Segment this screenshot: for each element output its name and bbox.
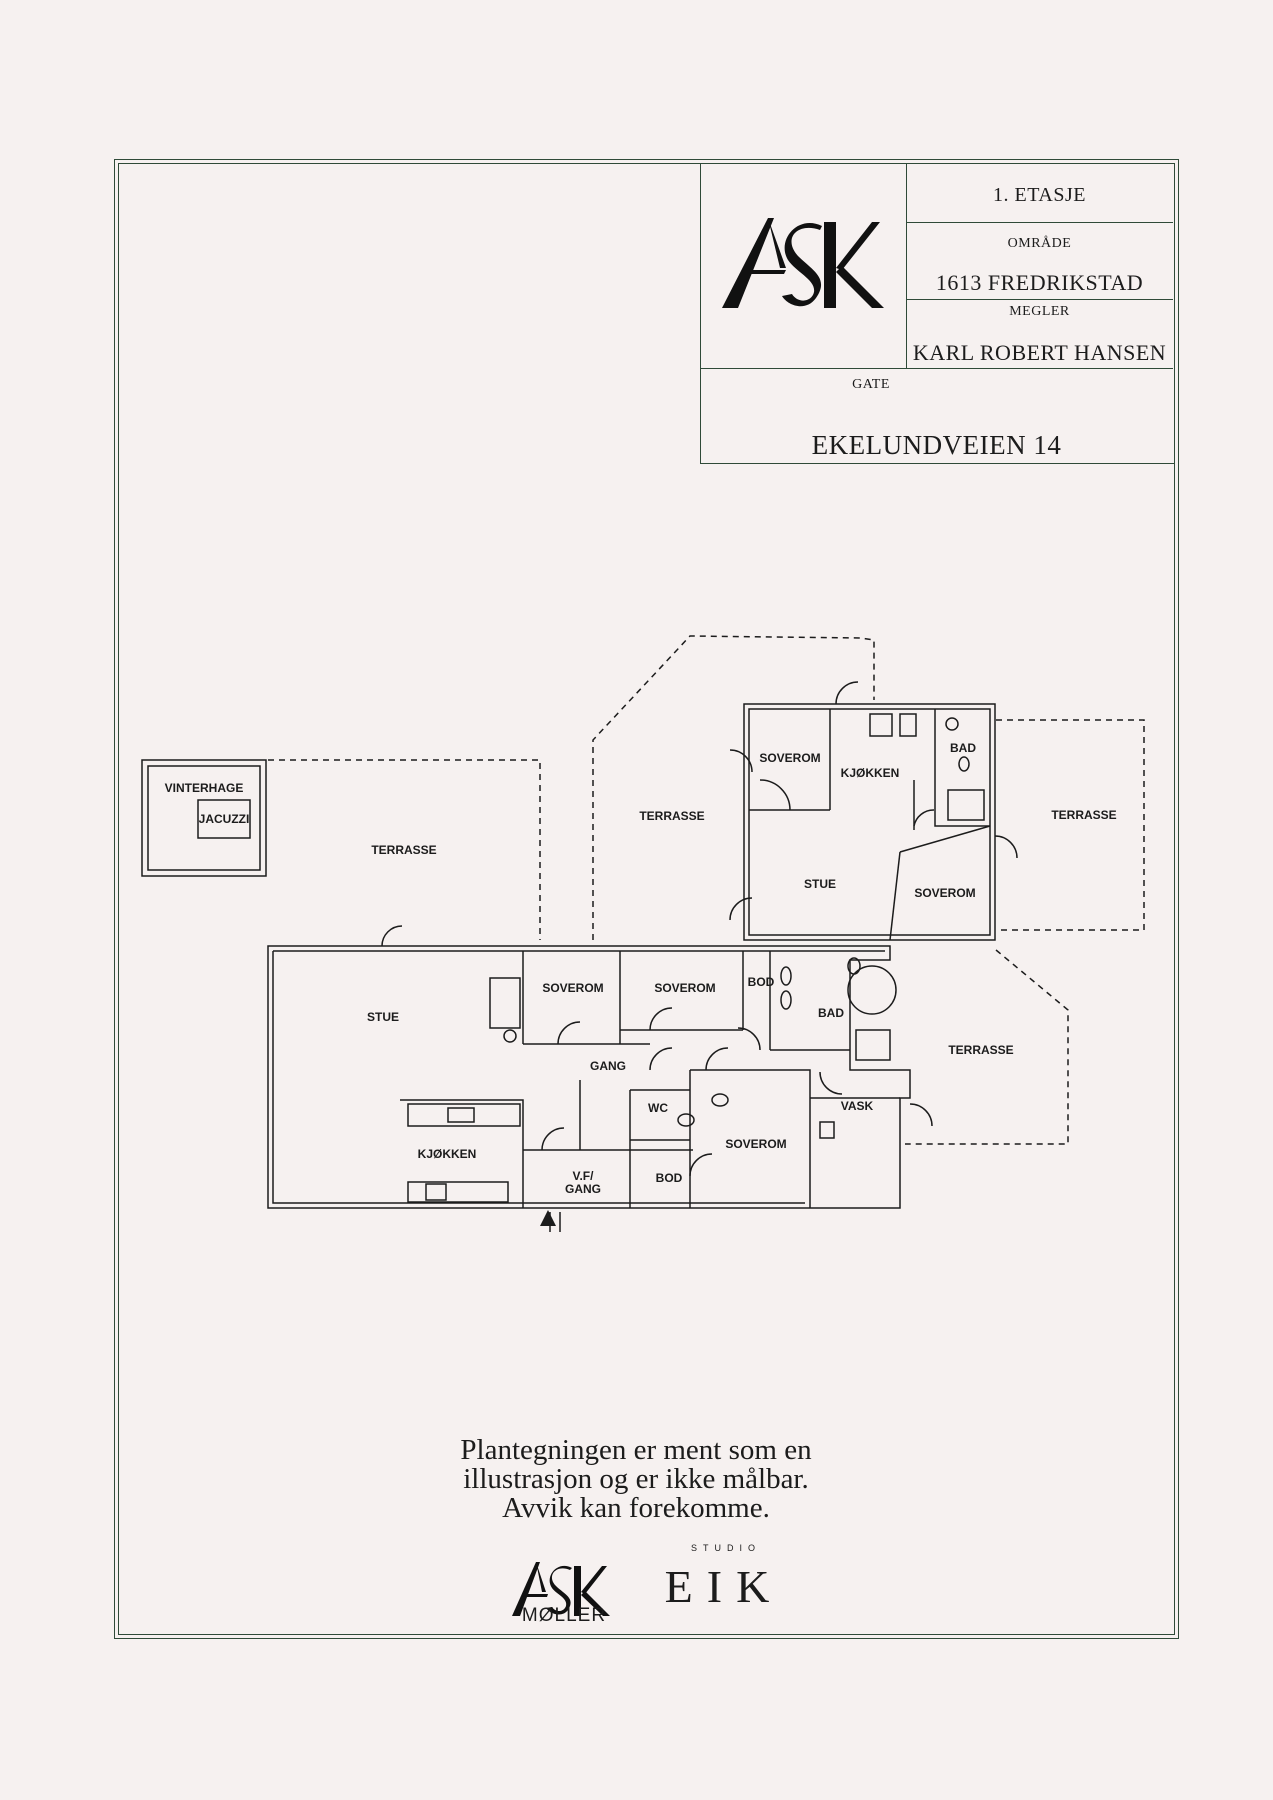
floor-plan: VINTERHAGE JACUZZI TERRASSE TERRASSE TER… xyxy=(141,635,1145,1232)
room-soverom-ne: SOVEROM xyxy=(759,751,820,765)
room-terrasse-lower-right: TERRASSE xyxy=(948,1043,1013,1057)
room-jacuzzi: JACUZZI xyxy=(199,812,250,826)
studio-label: STUDIO xyxy=(690,1543,761,1553)
area-value: 1613 FREDRIKSTAD xyxy=(935,270,1144,295)
broker-label: MEGLER xyxy=(1009,304,1070,319)
disclaimer-line3: Avvik kan forekomme. xyxy=(502,1492,770,1524)
floor-label: 1. ETASJE xyxy=(993,184,1086,206)
room-vask: VASK xyxy=(841,1099,874,1113)
room-soverom-ne2: SOVEROM xyxy=(914,886,975,900)
eik-wordmark: EIK xyxy=(664,1561,784,1612)
room-soverom-2: SOVEROM xyxy=(654,981,715,995)
room-stue-main: STUE xyxy=(367,1010,399,1024)
room-vf-gang-line1: V.F/ xyxy=(573,1169,595,1183)
ask-moller-logo xyxy=(512,1562,610,1616)
room-wc: WC xyxy=(648,1101,668,1115)
room-kjokken-main: KJØKKEN xyxy=(418,1147,477,1161)
title-block-rule xyxy=(906,222,1173,223)
disclaimer: Plantegningen er ment som en illustrasjo… xyxy=(336,1436,936,1523)
broker-value: KARL ROBERT HANSEN xyxy=(912,340,1167,365)
room-kjokken-ne: KJØKKEN xyxy=(841,766,900,780)
disclaimer-line1: Plantegningen er ment som en xyxy=(460,1434,812,1466)
moller-wordmark: MØLLER xyxy=(521,1605,607,1626)
room-bad-ne: BAD xyxy=(950,741,976,755)
title-block-rule xyxy=(700,368,1173,369)
room-gang: GANG xyxy=(590,1059,626,1073)
room-bod-2: BOD xyxy=(656,1171,683,1185)
room-terrasse-mid: TERRASSE xyxy=(639,809,704,823)
title-block xyxy=(700,163,1174,464)
street-value: EKELUNDVEIEN 14 xyxy=(811,430,1062,460)
page-border-inner xyxy=(118,163,1175,1635)
area-label: OMRÅDE xyxy=(1007,236,1072,251)
room-bad-main: BAD xyxy=(818,1006,844,1020)
room-soverom-1: SOVEROM xyxy=(542,981,603,995)
street-label-text: GATE xyxy=(852,377,890,392)
room-bod-1: BOD xyxy=(748,975,775,989)
room-vf-gang-line2: GANG xyxy=(565,1182,601,1196)
ask-logo xyxy=(722,218,884,308)
room-vinterhage: VINTERHAGE xyxy=(165,781,244,795)
title-block-rule xyxy=(906,299,1173,300)
page-border-outer xyxy=(114,159,1179,1639)
room-stue-ne: STUE xyxy=(804,877,836,891)
room-soverom-3: SOVEROM xyxy=(725,1137,786,1151)
street-label: GATE xyxy=(700,377,1170,393)
room-terrasse-left: TERRASSE xyxy=(371,843,436,857)
title-block-divider xyxy=(906,163,907,368)
room-terrasse-right: TERRASSE xyxy=(1051,808,1116,822)
disclaimer-line2: illustrasjon og er ikke målbar. xyxy=(463,1463,809,1495)
